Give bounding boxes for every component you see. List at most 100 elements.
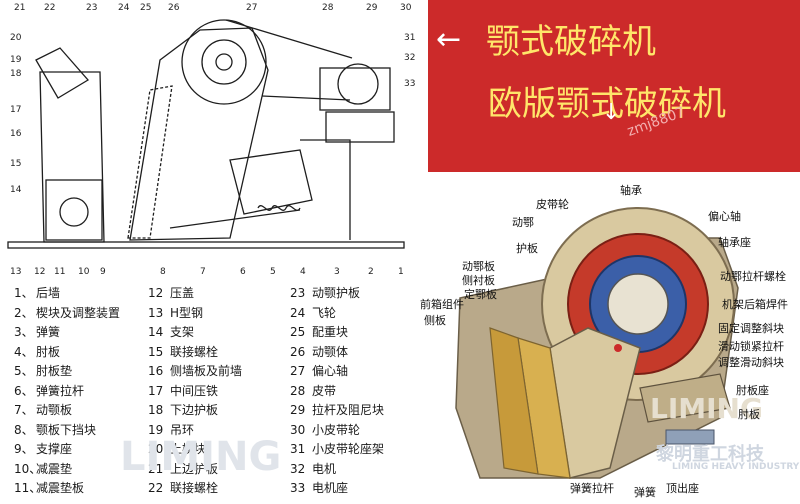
part-name: 动颚板: [36, 403, 73, 417]
part-number: 6、: [14, 383, 34, 398]
lifting-lug: [35, 47, 90, 99]
callout-3: 3: [334, 267, 340, 277]
cutaway-svg: LIMING: [455, 207, 763, 479]
title-banner: ← 颚式破碎机 欧版颚式破碎机 ↓ zmj8807: [428, 0, 800, 172]
part-name: 上边护板: [170, 461, 219, 476]
callout-25: 25: [140, 3, 151, 13]
part-number: 29: [290, 403, 306, 417]
part-number: 5、: [14, 364, 34, 378]
label-slide-wedge: 调整滑动斜块: [718, 356, 784, 369]
part-name: 支撑座: [36, 442, 73, 456]
front-support: [45, 179, 103, 241]
parts-list-item: 4、肘板: [14, 343, 120, 363]
callout-8: 8: [160, 267, 166, 277]
part-number: 4、: [14, 344, 34, 359]
swing-jaw-body: [129, 27, 269, 241]
parts-list-item: 15 联接螺栓: [148, 343, 242, 363]
part-number: 1、: [14, 286, 34, 300]
parts-list-item: 12 压盖: [148, 284, 242, 304]
callout-9: 9: [100, 267, 106, 277]
part-name: 拉杆及阻尼块: [312, 403, 385, 417]
toggle-plate: [229, 149, 313, 215]
brand-en-watermark: LIMING HEAVY INDUSTRY: [672, 462, 800, 472]
label-side-liner: 侧衬板: [462, 274, 495, 287]
part-number: 16: [148, 364, 164, 378]
callout-10: 10: [78, 267, 90, 277]
small-pulley: [337, 63, 379, 105]
parts-list-item: 20 上楔块: [148, 440, 242, 460]
label-toggle-seat: 肘板座: [736, 384, 769, 397]
part-name: 动颚护板: [312, 286, 361, 300]
label-swing-jaw-plate: 动鄂板: [462, 260, 495, 273]
callout-12: 12: [34, 267, 45, 277]
callout-24: 24: [118, 3, 130, 13]
part-number: 12: [148, 286, 164, 300]
callout-33: 33: [404, 79, 415, 89]
part-number: 10、: [14, 461, 42, 476]
part-name: 上楔块: [170, 442, 207, 456]
part-number: 3、: [14, 325, 34, 339]
arrow-left-icon: ←: [436, 22, 462, 57]
label-belt-wheel: 皮带轮: [536, 198, 569, 211]
brand-watermark-cutaway: LIMING: [650, 392, 763, 425]
label-toggle-plate: 肘板: [738, 408, 760, 421]
part-number: 18: [148, 403, 164, 417]
fixed-jaw-plate: [489, 327, 539, 475]
callout-16: 16: [10, 129, 22, 139]
label-swing-jaw: 动鄂: [512, 216, 534, 229]
callout-27: 27: [246, 3, 257, 13]
part-name: 压盖: [170, 286, 195, 300]
label-rear-box-weld: 机架后箱焊件: [722, 298, 788, 311]
callout-28: 28: [322, 3, 334, 13]
label-spring-rod: 弹簧拉杆: [570, 482, 614, 495]
base-beam: [7, 241, 405, 249]
label-tension-bolt: 动鄂拉杆螺栓: [720, 270, 786, 283]
cutaway-diagram: LIMING 皮带轮 轴承 动鄂 护板 偏心轴 轴承座 动鄂板 侧衬板 定鄂板 …: [420, 178, 800, 500]
callout-29: 29: [366, 3, 378, 13]
part-number: 20: [148, 442, 164, 456]
callout-31: 31: [404, 33, 415, 43]
parts-list-item: 7、动颚板: [14, 401, 120, 421]
jaw-plate: [127, 85, 173, 239]
callout-30: 30: [400, 3, 412, 13]
part-number: 31: [290, 442, 306, 456]
brand-cn-watermark: 黎明重工科技: [656, 444, 764, 465]
part-name: 联接螺栓: [170, 344, 219, 359]
eccentric-shaft: [201, 39, 247, 85]
callout-26: 26: [168, 3, 180, 13]
part-name: 小皮带轮座架: [312, 442, 385, 456]
part-name: 颚板下挡块: [36, 422, 97, 437]
part-number: 26: [290, 344, 306, 359]
part-number: 15: [148, 344, 164, 359]
part-name: 弹簧拉杆: [36, 383, 85, 398]
label-eccentric-shaft: 偏心轴: [708, 210, 741, 223]
part-name: 支架: [170, 325, 195, 339]
part-number: 24: [290, 305, 306, 320]
part-name: 动颚体: [312, 344, 349, 359]
banner-title: 颚式破碎机: [486, 22, 656, 62]
label-fixed-jaw-plate: 定鄂板: [464, 288, 497, 301]
part-number: 23: [290, 286, 306, 300]
parts-list-item: 1、后墙: [14, 284, 120, 304]
part-number: 25: [290, 325, 306, 339]
part-number: 22: [148, 481, 164, 495]
part-name: 偏心轴: [312, 364, 349, 378]
callout-21: 21: [14, 3, 25, 13]
brand-watermark: LIMING: [120, 434, 282, 480]
spring-rod: [169, 209, 301, 229]
eccentric-shaft: [607, 273, 669, 335]
callout-17: 17: [10, 105, 21, 115]
parts-list-item: 8、颚板下挡块: [14, 421, 120, 441]
part-number: 27: [290, 364, 306, 378]
callout-20: 20: [10, 33, 22, 43]
label-bearing: 轴承: [620, 184, 642, 197]
parts-list-item: 2、楔块及调整装置: [14, 304, 120, 324]
